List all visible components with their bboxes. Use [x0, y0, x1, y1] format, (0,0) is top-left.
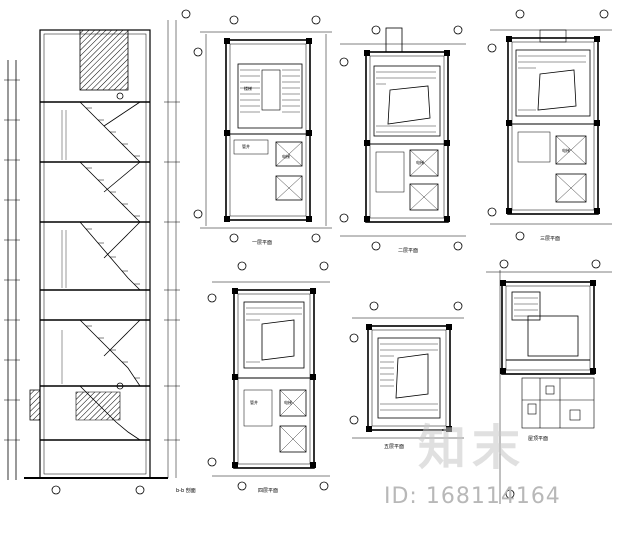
elevator-label-plan-4: 电梯: [284, 399, 292, 405]
shaft-label-plan-4: 管井: [250, 399, 258, 405]
elevator-label-plan-2: 电梯: [416, 159, 424, 165]
section-title: b-b 剖面: [176, 487, 196, 494]
floor-plan-5: [349, 301, 464, 439]
shaft-label-plan-1: 管井: [242, 143, 250, 149]
floor-plan-1: [193, 15, 332, 243]
plan-5-title: 五层平面: [384, 444, 404, 450]
plan-1-title: 一层平面: [252, 240, 272, 246]
section-drawing: [4, 9, 191, 495]
elevator-label-plan-3: 电梯: [562, 147, 570, 153]
plan-2-title: 二层平面: [398, 248, 418, 254]
stair-label-plan-1: 楼梯: [244, 85, 252, 91]
floor-plan-4: [207, 261, 330, 491]
plan-3-title: 三层平面: [540, 236, 560, 242]
floor-plan-3: [487, 9, 612, 241]
plan-6-title: 屋顶平面: [528, 436, 548, 442]
elevator-label-plan-1: 电梯: [282, 153, 290, 159]
watermark-id: ID: 168114164: [384, 484, 561, 509]
watermark-brand: 知末: [418, 420, 527, 476]
plan-4-title: 四层平面: [258, 488, 278, 494]
floor-plan-6: [486, 259, 612, 504]
floor-plan-2: [339, 25, 466, 251]
